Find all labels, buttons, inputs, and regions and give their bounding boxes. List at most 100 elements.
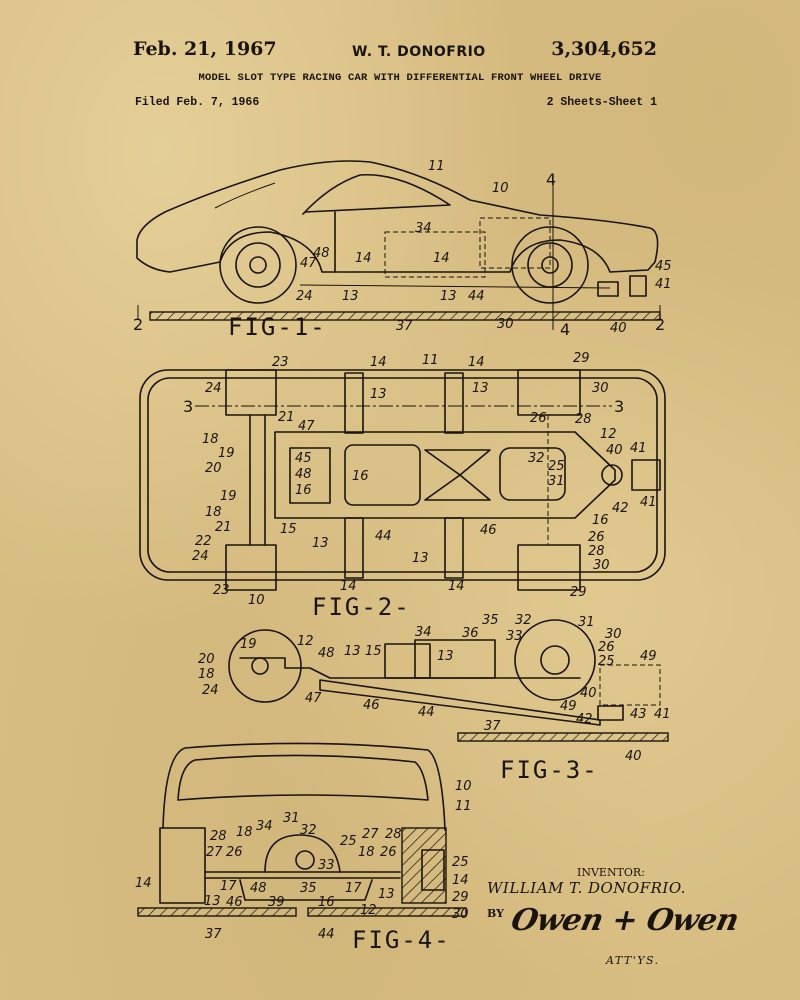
ref-label: 28 (588, 544, 605, 559)
figure-2-bottom-view: 3 3 23 14 11 14 29 24 13 13 30 21 47 26 … (139, 351, 666, 621)
ref-label: 26 (226, 845, 243, 860)
ref-label: 11 (428, 159, 445, 174)
x-brace (424, 449, 491, 501)
chassis-profile (239, 657, 581, 679)
ref-label: 14 (433, 251, 450, 266)
section-mark: 4 (546, 170, 556, 189)
ref-label: 46 (480, 523, 497, 538)
right-hub (421, 849, 445, 891)
ref-label: 29 (570, 585, 587, 600)
ref-label: 30 (592, 381, 609, 396)
ref-label: 13 (312, 536, 329, 551)
ref-label: 21 (278, 410, 295, 425)
rear-wheel (219, 226, 297, 304)
ref-label: 24 (192, 549, 209, 564)
section-mark: 2 (133, 315, 143, 334)
ref-label: 13 (472, 381, 489, 396)
ref-label: 24 (202, 683, 219, 698)
ref-label: 19 (218, 446, 235, 461)
ref-label: 40 (606, 443, 623, 458)
section-mark: 3 (183, 397, 193, 416)
ref-label: 14 (355, 251, 372, 266)
filed-date: Filed Feb. 7, 1966 (135, 96, 260, 109)
patent-number: 3,304,652 (551, 38, 657, 60)
figure-3-section-view: 19 12 48 13 15 34 36 35 33 32 31 30 26 2… (198, 613, 671, 784)
wheel-front-right (517, 544, 581, 591)
ref-label: 14 (340, 579, 357, 594)
motor-block (344, 444, 421, 506)
inventor-name: WILLIAM T. DONOFRIO. (487, 879, 687, 897)
figure-caption: FIG-1- (228, 313, 327, 341)
rear-window (177, 754, 429, 801)
ref-label: 13 (412, 551, 429, 566)
pan-plate (319, 679, 601, 726)
ref-label: 26 (588, 530, 605, 545)
ref-label: 42 (612, 501, 629, 516)
rail-right-front (344, 517, 364, 579)
ref-label: 32 (528, 451, 545, 466)
figure-caption: FIG-2- (312, 593, 411, 621)
hood-line (214, 182, 276, 209)
patent-date: Feb. 21, 1967 (133, 38, 277, 60)
ref-label: 41 (654, 707, 671, 722)
contact-brush (629, 275, 647, 297)
ref-label: 11 (422, 353, 439, 368)
ref-label: 25 (340, 834, 357, 849)
ref-label: 30 (497, 317, 514, 332)
rear-axle-hub (251, 657, 269, 675)
ref-label: 33 (506, 629, 523, 644)
side-window (302, 173, 451, 215)
ref-label: 13 (437, 649, 454, 664)
ref-label: 46 (363, 698, 380, 713)
ref-label: 48 (250, 881, 267, 896)
rear-wheel (228, 629, 302, 703)
section-mark: 4 (560, 320, 570, 339)
rail-right-rear (444, 517, 464, 579)
ref-label: 26 (380, 845, 397, 860)
ref-label: 33 (318, 858, 335, 873)
sheet-count: 2 Sheets-Sheet 1 (546, 96, 657, 109)
ref-label: 14 (370, 355, 387, 370)
ref-label: 14 (135, 876, 152, 891)
ref-label: 29 (573, 351, 590, 366)
ref-label: 13 (440, 289, 457, 304)
chassis-plate (299, 284, 611, 289)
guide-pin-mount (601, 464, 623, 486)
ref-label: 32 (515, 613, 532, 628)
ref-label: 20 (198, 652, 215, 667)
ref-label: 44 (318, 927, 335, 942)
track-left (137, 907, 297, 917)
ref-label: 37 (396, 319, 413, 334)
ref-label: 12 (600, 427, 617, 442)
ref-label: 18 (198, 667, 215, 682)
ref-label: 44 (468, 289, 485, 304)
ref-label: 34 (415, 221, 432, 236)
ref-label: 29 (452, 890, 469, 905)
ref-label: 11 (455, 799, 472, 814)
motor-housing (384, 231, 486, 278)
ref-label: 13 (370, 387, 387, 402)
ref-label: 49 (640, 649, 657, 664)
figure-4-front-section: 10 11 34 31 32 28 18 27 26 25 27 28 18 2… (135, 742, 472, 954)
ref-label: 13 (378, 887, 395, 902)
ref-label: 18 (358, 845, 375, 860)
ref-label: 23 (272, 355, 289, 370)
ref-label: 31 (578, 615, 595, 630)
ref-label: 30 (593, 558, 610, 573)
ref-label: 14 (468, 355, 485, 370)
guide-pin (597, 281, 619, 297)
ref-label: 25 (548, 459, 565, 474)
body-outline-outer (139, 369, 666, 581)
ref-label: 27 (362, 827, 379, 842)
ref-label: 16 (295, 483, 312, 498)
wheel-rear-right (225, 544, 277, 591)
ref-label: 47 (305, 691, 322, 706)
chassis-frame (274, 431, 616, 519)
ref-label: 14 (448, 579, 465, 594)
ref-label: 48 (295, 467, 312, 482)
ref-label: 16 (352, 469, 369, 484)
ref-label: 41 (630, 441, 647, 456)
section-mark: 3 (614, 397, 624, 416)
ref-label: 28 (210, 829, 227, 844)
ref-label: 34 (415, 625, 432, 640)
